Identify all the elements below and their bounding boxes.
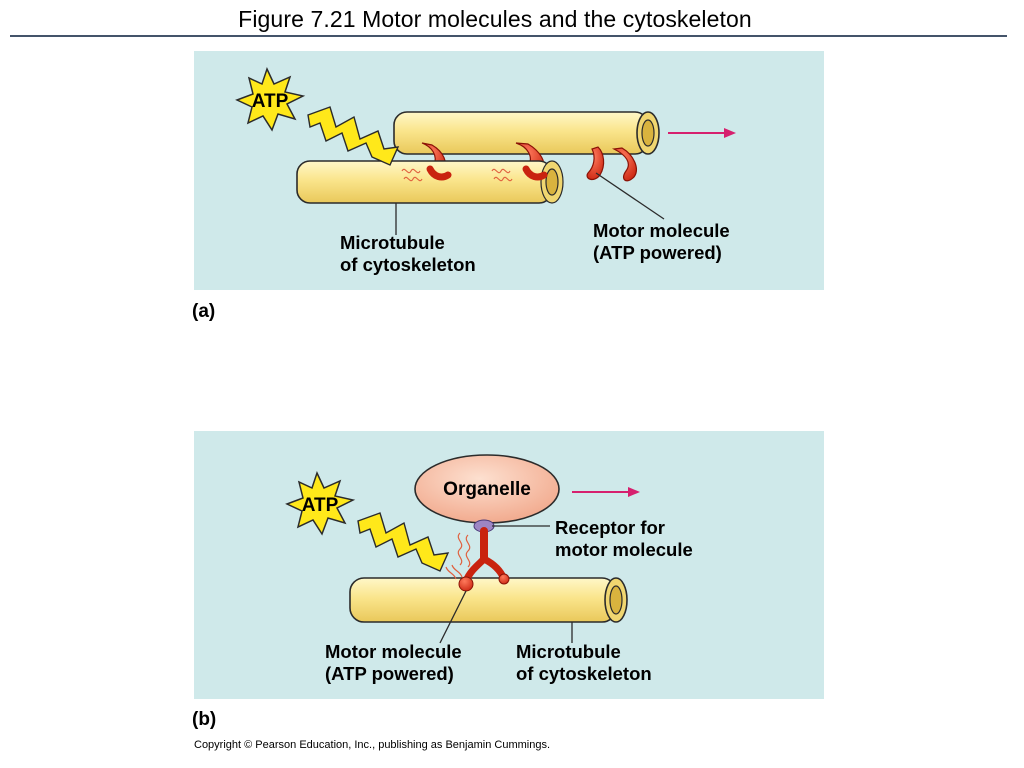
atp-label: ATP xyxy=(252,91,289,112)
panel-a: ATP Microtubule of cytoskeleton Motor mo… xyxy=(194,51,824,290)
motor-head-icon xyxy=(522,165,548,181)
panel-a-part-label: (a) xyxy=(192,301,216,322)
microtubule-lower xyxy=(296,160,564,204)
motor-molecule-icon xyxy=(611,147,637,182)
motion-lines-icon xyxy=(401,168,513,182)
atp-starburst-icon: ATP xyxy=(235,66,306,132)
direction-arrow-icon xyxy=(572,487,640,497)
panel-b-part-label: (b) xyxy=(192,709,217,730)
energy-bolt-icon xyxy=(357,512,450,572)
motor-molecule-icon xyxy=(586,146,605,181)
atp-label: ATP xyxy=(302,495,339,516)
organelle-icon: Organelle xyxy=(414,454,560,524)
motor-leader-line xyxy=(439,590,467,644)
copyright-notice: Copyright © Pearson Education, Inc., pub… xyxy=(194,739,551,751)
organelle-label: Organelle xyxy=(443,479,531,500)
microtubule-upper xyxy=(393,111,660,155)
motor-molecule-label: Motor molecule (ATP powered) xyxy=(325,641,462,684)
motor-head-icon xyxy=(426,165,452,181)
title-divider xyxy=(10,35,1007,37)
microtubule-label: Microtubule of cytoskeleton xyxy=(516,641,652,684)
microtubule-label: Microtubule of cytoskeleton xyxy=(340,232,476,275)
panel-a-illustration: ATP xyxy=(235,66,736,235)
microtubule xyxy=(349,577,628,623)
direction-arrow-icon xyxy=(668,128,736,138)
atp-starburst-icon: ATP xyxy=(285,470,356,536)
panel-b: Organelle ATP xyxy=(194,431,824,699)
motor-leader-line xyxy=(595,172,665,220)
motor-molecule-icon xyxy=(458,527,510,592)
motor-molecule-label: Motor molecule (ATP powered) xyxy=(593,220,730,263)
receptor-label: Receptor for motor molecule xyxy=(555,517,693,560)
figure-title: Figure 7.21 Motor molecules and the cyto… xyxy=(238,6,752,32)
motion-lines-icon xyxy=(445,532,471,580)
panel-b-illustration: Organelle ATP xyxy=(285,454,640,644)
energy-bolt-icon xyxy=(307,106,400,166)
